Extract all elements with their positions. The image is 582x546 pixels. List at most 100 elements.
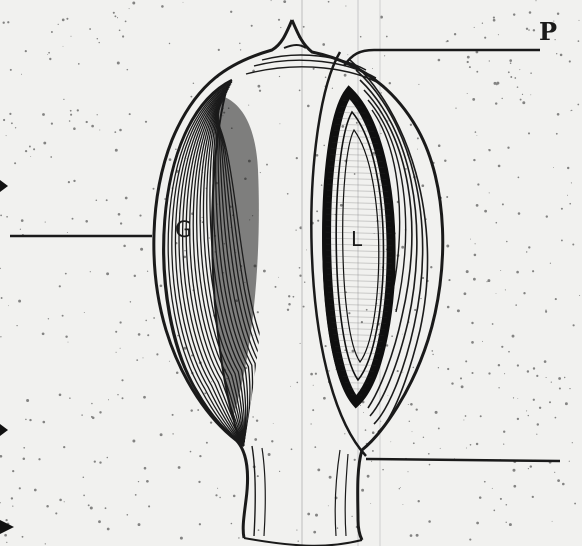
speckle-dot <box>99 461 101 463</box>
speckle-dot <box>473 159 475 161</box>
speckle-dot <box>120 348 121 349</box>
speckle-dot <box>476 71 478 73</box>
speckle-dot <box>526 410 527 411</box>
speckle-dot <box>348 312 350 314</box>
speckle-dot <box>90 507 93 510</box>
speckle-dot <box>421 184 424 187</box>
speckle-dot <box>42 332 45 335</box>
speckle-dot <box>25 150 27 152</box>
speckle-dot <box>561 239 563 241</box>
speckle-dot <box>14 162 16 164</box>
speckle-dot <box>506 522 507 523</box>
speckle-dot <box>509 59 512 62</box>
speckle-dot <box>38 458 40 460</box>
speckle-dot <box>1 297 3 299</box>
speckle-dot <box>114 131 116 133</box>
speckle-dot <box>530 94 531 95</box>
speckle-dot <box>6 216 8 218</box>
speckle-dot <box>83 477 85 479</box>
speckle-dot <box>529 11 532 14</box>
speckle-dot <box>21 219 24 222</box>
speckle-dot <box>293 296 295 298</box>
speckle-dot <box>519 69 520 70</box>
speckle-dot <box>122 35 124 37</box>
speckle-dot <box>55 512 57 514</box>
speckle-dot <box>552 521 553 522</box>
speckle-dot <box>161 5 164 8</box>
speckle-dot <box>479 496 482 499</box>
speckle-dot <box>532 496 534 498</box>
speckle-dot <box>160 284 163 287</box>
speckle-dot <box>363 412 364 413</box>
speckle-dot <box>144 467 147 470</box>
speckle-dot <box>551 382 552 383</box>
speckle-dot <box>127 69 129 71</box>
speckle-dot <box>114 15 116 17</box>
speckle-dot <box>322 43 325 46</box>
speckle-dot <box>85 220 88 223</box>
speckle-dot <box>528 415 529 416</box>
speckle-dot <box>482 341 483 342</box>
speckle-dot <box>328 505 329 506</box>
speckle-dot <box>372 450 374 452</box>
speckle-dot <box>198 481 200 483</box>
speckle-dot <box>446 196 448 198</box>
speckle-dot <box>59 285 61 287</box>
hatch-line <box>320 370 400 372</box>
hatch-line <box>320 358 400 360</box>
speckle-dot <box>0 455 2 458</box>
leader-lines <box>10 50 560 461</box>
speckle-dot <box>572 442 573 443</box>
speckle-dot <box>557 113 560 116</box>
speckle-dot <box>29 146 31 148</box>
speckle-dot <box>81 414 82 415</box>
speckle-dot <box>325 77 327 79</box>
speckle-dot <box>86 121 88 123</box>
speckle-dot <box>492 488 493 489</box>
speckle-dot <box>444 160 446 162</box>
speckle-dot <box>570 110 571 111</box>
speckle-dot <box>299 267 301 269</box>
speckle-dot <box>577 104 579 106</box>
speckle-dot <box>0 502 1 503</box>
speckle-dot <box>498 165 501 168</box>
speckle-dot <box>528 468 529 469</box>
speckle-dot <box>503 431 505 433</box>
speckle-dot <box>50 156 52 158</box>
speckle-dot <box>65 335 67 337</box>
speckle-dot <box>22 536 24 538</box>
speckle-dot <box>153 317 155 319</box>
speckle-dot <box>544 360 547 363</box>
speckle-dot <box>106 199 108 201</box>
speckle-dot <box>559 387 561 389</box>
speckle-dot <box>476 443 478 445</box>
speckle-dot <box>271 440 273 442</box>
speckle-dot <box>370 503 371 504</box>
speckle-dot <box>46 505 49 508</box>
speckle-dot <box>306 249 307 250</box>
speckle-dot <box>263 270 266 273</box>
speckle-dot <box>556 53 557 54</box>
speckle-dot <box>304 281 305 282</box>
speckle-dot <box>4 534 7 537</box>
speckle-dot <box>51 123 53 125</box>
speckle-dot <box>366 309 368 311</box>
speckle-dot <box>446 41 447 42</box>
speckle-dot <box>509 523 512 526</box>
speckle-dot <box>69 397 71 399</box>
speckle-dot <box>416 534 419 537</box>
speckle-dot <box>129 113 131 115</box>
speckle-dot <box>498 387 499 388</box>
speckle-dot <box>578 40 580 42</box>
speckle-dot <box>528 246 530 248</box>
speckle-dot <box>317 468 320 471</box>
speckle-dot <box>496 293 497 294</box>
speckle-dot <box>97 38 98 39</box>
speckle-dot <box>386 344 388 346</box>
speckle-dot <box>412 431 413 432</box>
speckle-dot <box>536 434 537 435</box>
speckle-dot <box>20 229 21 230</box>
speckle-dot <box>417 149 418 150</box>
speckle-dot <box>488 149 490 151</box>
speckle-dot <box>12 470 14 472</box>
